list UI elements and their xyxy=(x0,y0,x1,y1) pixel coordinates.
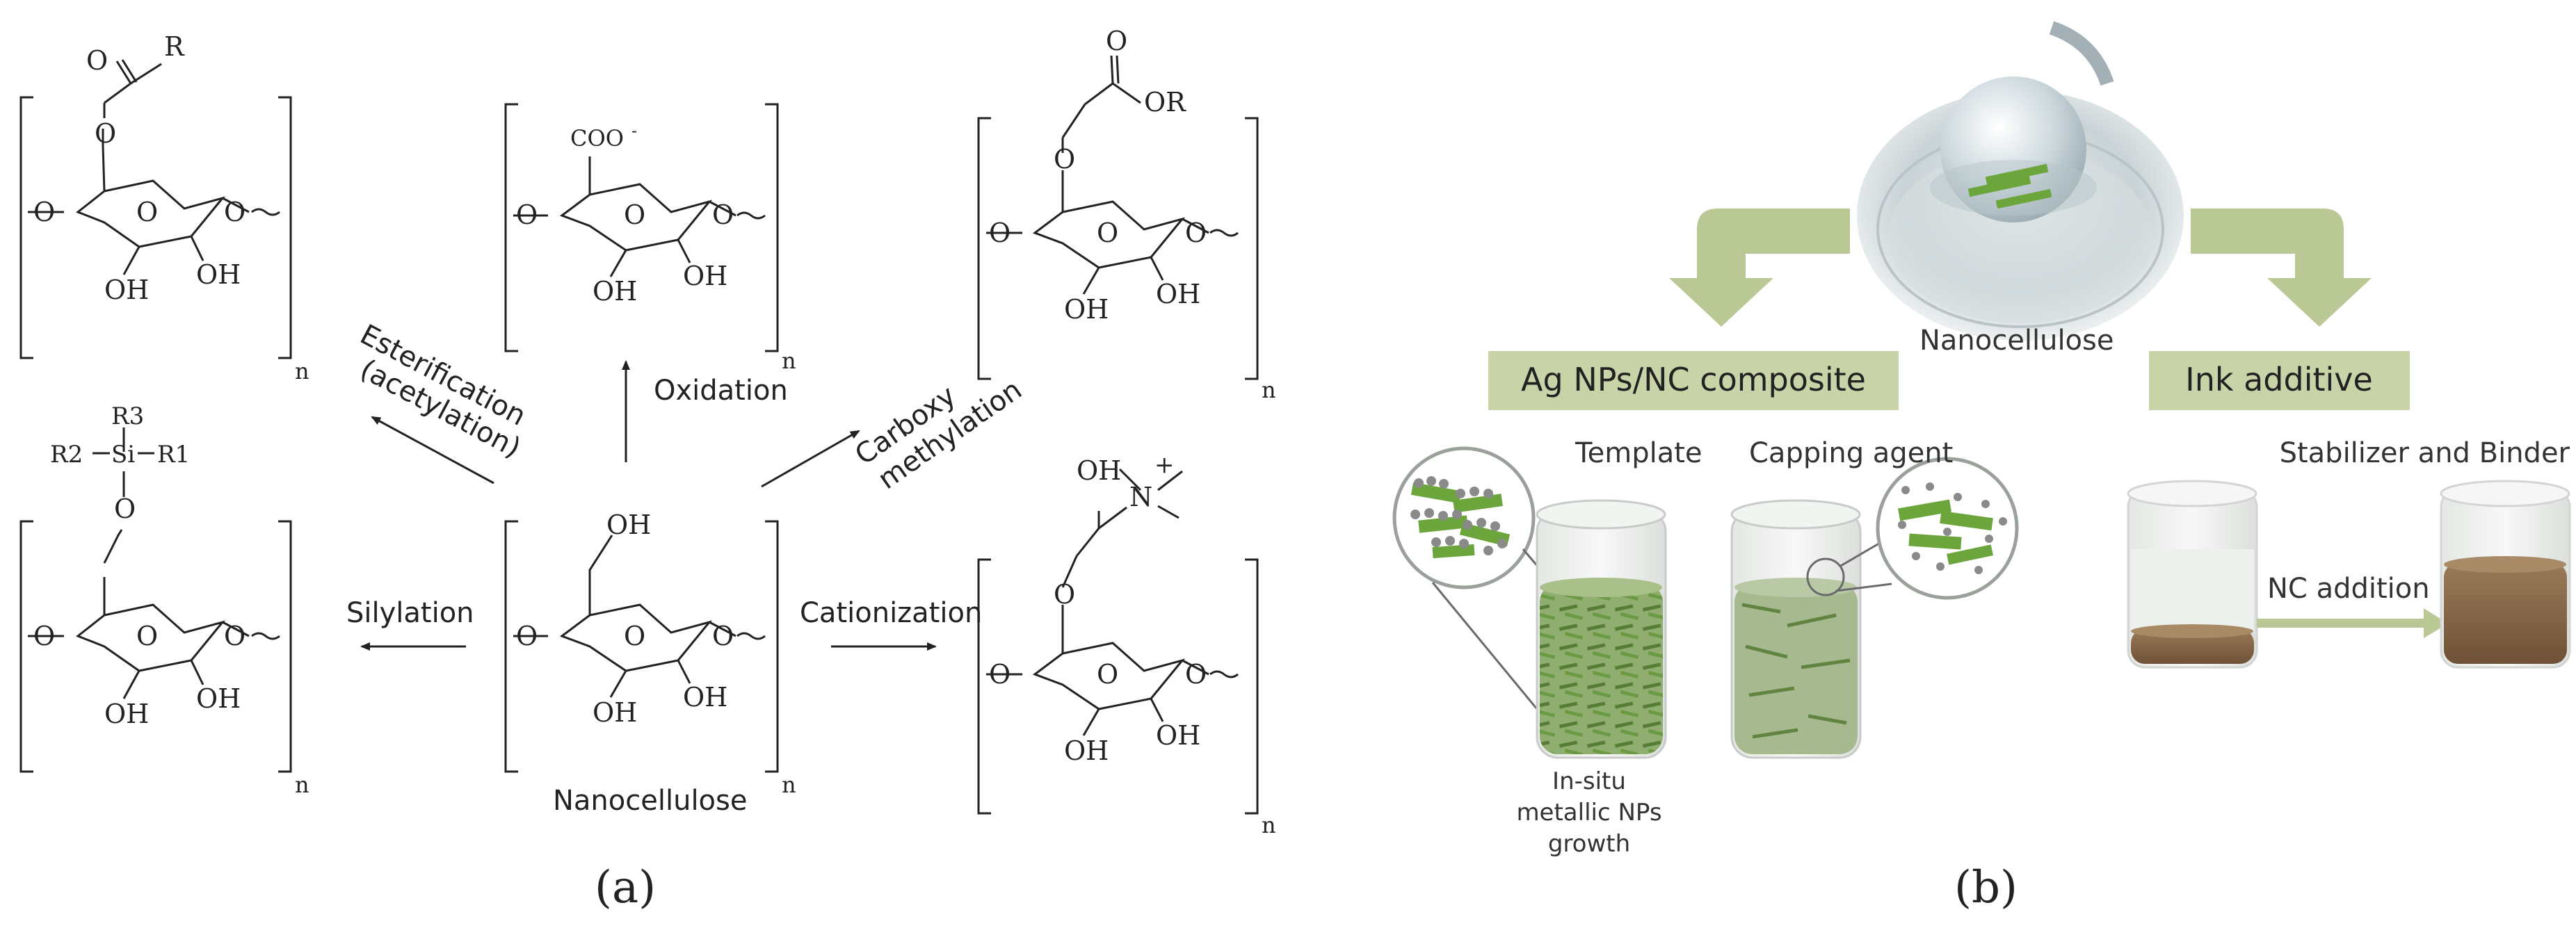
atom-label: O xyxy=(136,621,158,651)
atom-label: O xyxy=(224,621,245,651)
atom-label: O xyxy=(95,118,116,149)
atom-label: OR xyxy=(1144,87,1186,117)
oxidized-unit xyxy=(504,103,779,352)
nanocellulose-center-label: Nanocellulose xyxy=(553,785,747,817)
insitu-label-2: metallic NPs xyxy=(1516,799,1661,827)
esterified-unit xyxy=(19,59,292,359)
atom-label: OH xyxy=(196,683,241,714)
atom-label: O xyxy=(114,494,136,524)
atom-label: OH xyxy=(1077,455,1121,486)
atom-label: O xyxy=(989,218,1011,248)
atom-label: O xyxy=(624,621,645,651)
atom-label: R xyxy=(164,31,185,62)
capping-beaker: Capping agent xyxy=(1730,437,2019,759)
atom-label: O xyxy=(1185,218,1207,248)
atom-label: OH xyxy=(104,275,149,305)
atom-label: O xyxy=(1097,659,1118,690)
nc-addition-arrow: NC addition xyxy=(2257,573,2448,638)
capping-zoom-fibers xyxy=(1897,482,2007,574)
cationized-unit xyxy=(977,468,1259,815)
atom-label: O xyxy=(516,621,538,651)
atom-label: O xyxy=(1054,579,1075,610)
atom-label: OH xyxy=(196,259,241,290)
nanocellulose-photo-label: Nanocellulose xyxy=(1919,325,2114,357)
atom-label: OH xyxy=(1156,279,1200,309)
nanocellulose-unit xyxy=(504,520,779,773)
atom-label: OH xyxy=(1156,720,1200,751)
stabilizer-binder-label: Stabilizer and Binder xyxy=(2280,437,2570,469)
atom-label: N xyxy=(1129,482,1152,512)
fiber-cluster xyxy=(1967,163,2052,209)
atom-label: O xyxy=(33,197,55,227)
repeat-n: n xyxy=(295,772,309,798)
caption-a: (a) xyxy=(595,862,656,913)
silylated-unit xyxy=(19,428,292,773)
repeat-n: n xyxy=(1262,812,1276,838)
ink-additive-label: Ink additive xyxy=(2185,361,2373,398)
atom-label: O xyxy=(1054,144,1075,174)
petri-dish-photo: Nanocellulose xyxy=(1857,21,2184,357)
ink-additive-box xyxy=(2149,351,2410,410)
template-beaker: Template In-situ metallic NPs growth xyxy=(1392,437,1702,858)
atom-label: O xyxy=(516,200,538,230)
atom-label: OH xyxy=(104,699,149,729)
left-curved-arrow xyxy=(1669,209,1850,327)
repeat-n: n xyxy=(1262,377,1276,403)
carboxymethylation-arrow xyxy=(761,430,860,488)
esterification-arrow xyxy=(371,416,494,485)
ag-composite-label: Ag NPs/NC composite xyxy=(1521,361,1866,398)
atom-label: O xyxy=(624,200,645,230)
template-label: Template xyxy=(1575,437,1702,469)
ink-beaker-before xyxy=(2127,480,2258,669)
atom-label: O xyxy=(1185,659,1207,690)
atom-label: OH xyxy=(1064,294,1109,325)
atom-label: R1 xyxy=(157,441,190,469)
right-curved-arrow xyxy=(2191,209,2372,327)
atom-label: O xyxy=(712,621,734,651)
nc-addition-label: NC addition xyxy=(2267,573,2430,605)
atom-label: OH xyxy=(683,261,727,291)
atom-label: Si xyxy=(111,441,135,469)
atom-label: - xyxy=(631,121,637,140)
insitu-label-1: In-situ xyxy=(1552,767,1626,795)
atom-label: O xyxy=(1097,218,1118,248)
repeat-n: n xyxy=(782,348,796,374)
atom-label: OH xyxy=(1064,735,1109,766)
atom-label: O xyxy=(712,200,734,230)
reaction-arrows xyxy=(360,360,937,651)
panel-b-applications: Nanocellulose Ag NPs/NC composite Ink ad… xyxy=(1392,21,2571,913)
atom-label: OH xyxy=(606,510,651,540)
panel-a-chemistry xyxy=(19,55,1259,815)
template-zoom-fibers xyxy=(1410,476,1511,559)
atom-label: O xyxy=(86,45,108,76)
ink-beaker-after: Stabilizer and Binder xyxy=(2280,437,2571,669)
carboxymethyl-unit xyxy=(977,55,1259,380)
atom-label: R3 xyxy=(111,402,144,430)
insitu-label-3: growth xyxy=(1548,830,1630,858)
atom-label: OH xyxy=(593,697,637,728)
atom-label: O xyxy=(224,197,245,227)
atom-label: OH xyxy=(683,682,727,713)
atom-label: + xyxy=(1154,451,1175,479)
capping-agent-label: Capping agent xyxy=(1749,437,1953,469)
atom-label: O xyxy=(989,659,1011,690)
cationization-label: Cationization xyxy=(800,597,982,629)
ag-composite-box xyxy=(1488,351,1899,410)
atom-label: O xyxy=(136,197,158,227)
atom-label: O xyxy=(1106,26,1127,56)
caption-b: (b) xyxy=(1954,862,2018,913)
atom-label: OH xyxy=(593,276,637,307)
repeat-n: n xyxy=(295,358,309,384)
oxidation-label: Oxidation xyxy=(654,375,788,407)
repeat-n: n xyxy=(782,772,796,798)
silylation-label: Silylation xyxy=(346,597,474,629)
atom-label: R2 xyxy=(50,441,83,469)
atom-label: COO xyxy=(570,125,624,152)
atom-label: O xyxy=(33,621,55,651)
